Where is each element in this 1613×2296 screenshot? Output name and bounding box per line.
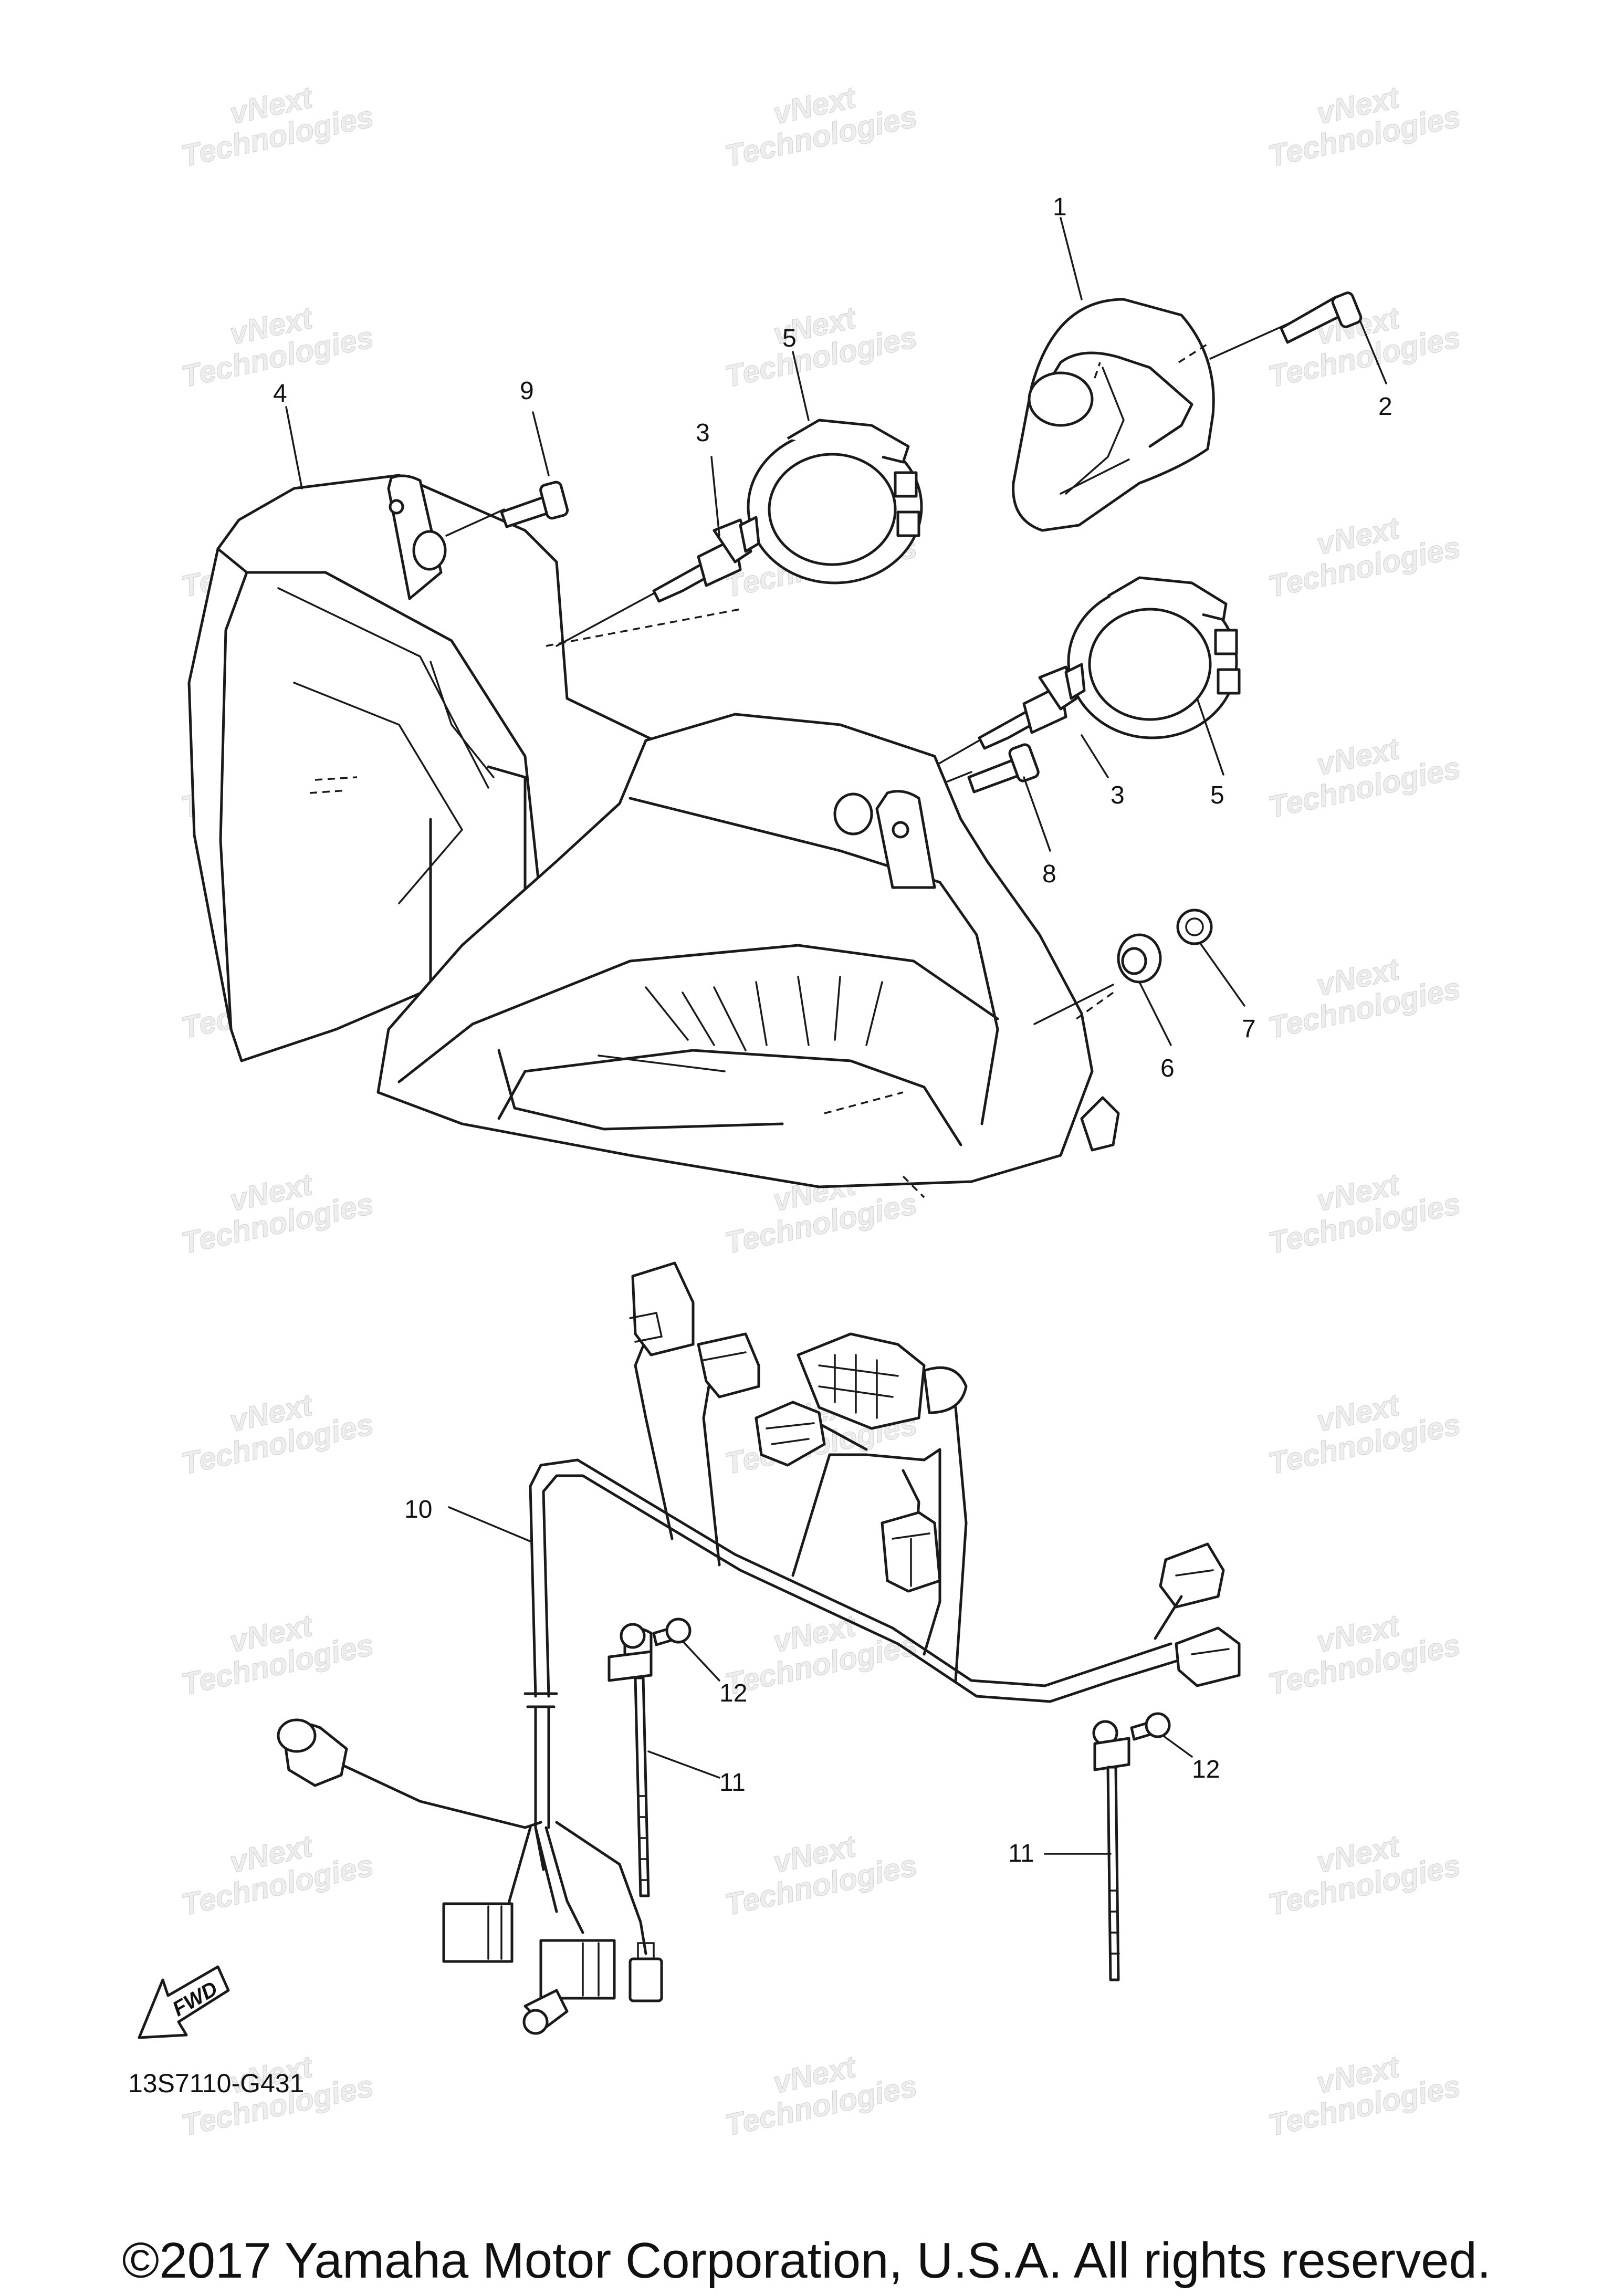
- diagram-code: 13S7110-G431: [128, 2069, 305, 2098]
- watermark: vNext Technologies: [178, 1167, 376, 1261]
- watermark: vNext Technologies: [1265, 731, 1463, 825]
- lock-clip: [1176, 909, 1213, 945]
- callout-12-right: 12: [1192, 1756, 1220, 1783]
- screw-part-12-right: [1130, 1712, 1171, 1741]
- cable-tie-left: [608, 1623, 653, 1897]
- bulb-upper: [556, 516, 760, 647]
- bulb-seal-ring-lower: [1067, 576, 1241, 739]
- screw-part-12-left: [652, 1617, 692, 1646]
- callout-11-left: 11: [719, 1769, 746, 1797]
- watermark: vNext Technologies: [1265, 1829, 1463, 1923]
- callout-11-right: 11: [1008, 1840, 1034, 1867]
- watermark: vNext Technologies: [178, 1608, 376, 1702]
- callout-8: 8: [1042, 860, 1056, 888]
- bulb-seal-ring-upper: [747, 419, 923, 585]
- watermark: vNext Technologies: [721, 2049, 920, 2143]
- screw-part-8: [892, 743, 1040, 805]
- callout-3-upper: 3: [696, 419, 710, 447]
- callout-12-left: 12: [719, 1679, 747, 1707]
- watermark: vNext Technologies: [1265, 952, 1463, 1046]
- watermark: vNext Technologies: [1265, 510, 1463, 604]
- callout-9: 9: [520, 377, 534, 405]
- callout-10: 10: [404, 1496, 432, 1523]
- callout-7: 7: [1242, 1015, 1256, 1043]
- callout-1: 1: [1053, 193, 1067, 221]
- sub-harness: [277, 1718, 663, 2035]
- screw-part-2: [1209, 291, 1363, 360]
- watermark: vNext Technologies: [1265, 1167, 1463, 1261]
- callout-labels: 1 2 3 3 4 5 5 6 7 8 9 10 11 11 12 12: [273, 193, 1392, 1867]
- copyright-notice: ©2017 Yamaha Motor Corporation, U.S.A. A…: [122, 2232, 1491, 2289]
- headlight-assembly-right: [376, 713, 1120, 1198]
- watermark: vNext Technologies: [1265, 2049, 1463, 2143]
- leader-lines: [285, 217, 1387, 1855]
- watermark: vNext Technologies: [1265, 1608, 1463, 1702]
- watermark: vNext Technologies: [1265, 1387, 1463, 1481]
- watermark: vNext Technologies: [721, 80, 920, 174]
- forward-arrow-icon: FWD: [138, 1965, 230, 2039]
- callout-3-lower: 3: [1111, 781, 1125, 809]
- watermark: vNext Technologies: [178, 1387, 376, 1481]
- callout-2: 2: [1378, 393, 1392, 421]
- callout-6: 6: [1160, 1055, 1175, 1082]
- headlight-cover: [1012, 298, 1215, 532]
- watermark: vNext Technologies: [178, 300, 376, 394]
- watermark: vNext Technologies: [178, 1829, 376, 1923]
- screw-part-9: [445, 481, 569, 537]
- watermark: vNext Technologies: [1265, 80, 1463, 174]
- cable-tie-right: [1092, 1720, 1130, 1981]
- callout-5-lower: 5: [1210, 781, 1224, 809]
- callout-5-upper: 5: [782, 325, 797, 352]
- wire-harness: [523, 1261, 1241, 1871]
- watermark: vNext Technologies: [721, 300, 920, 394]
- callout-4: 4: [273, 380, 287, 408]
- watermark: vNext Technologies: [178, 80, 376, 174]
- watermark: vNext Technologies: [721, 1829, 920, 1923]
